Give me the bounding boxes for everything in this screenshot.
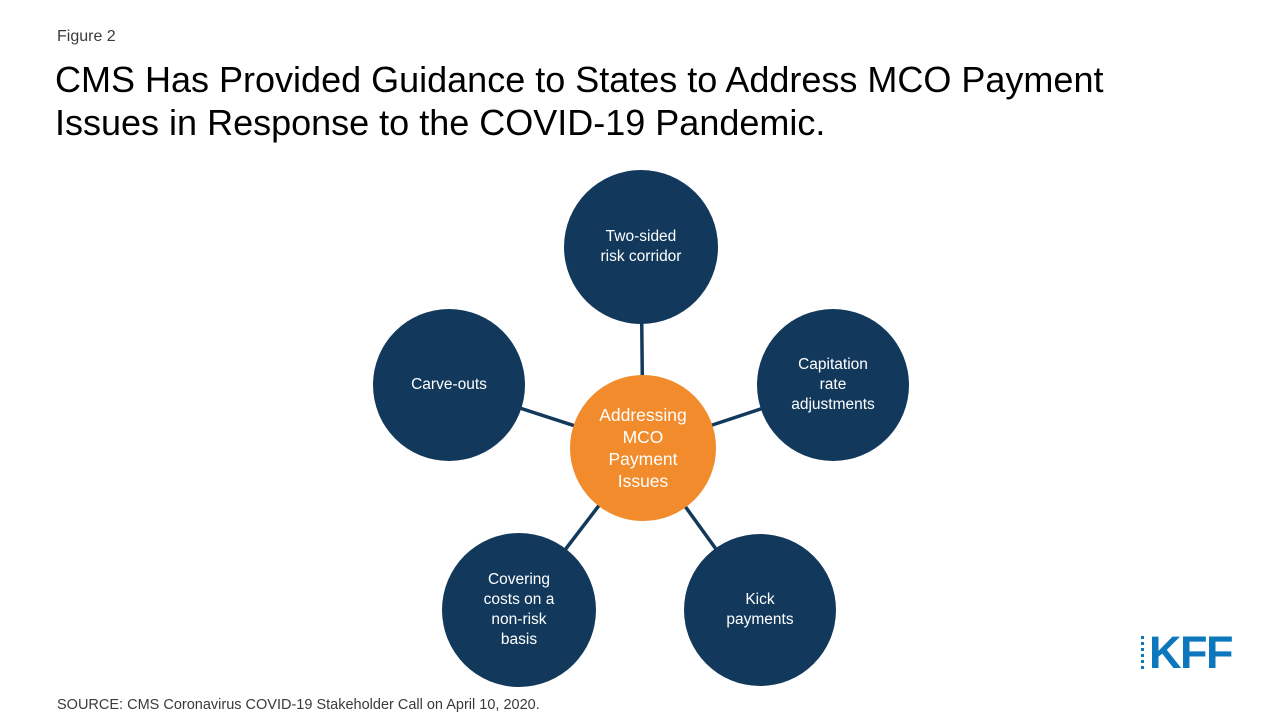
spoke-circle-kick-payments: Kick payments: [684, 534, 836, 686]
hub-label: Addressing MCO Payment Issues: [599, 405, 687, 491]
logo-dashes-icon: [1141, 636, 1144, 670]
node-label: Kick payments: [726, 591, 794, 628]
spoke-circle-two-sided-risk-corridor: Two-sided risk corridor: [564, 170, 718, 324]
kff-logo: KFF: [1141, 627, 1233, 678]
spoke-circle-covering-costs-non-risk: Covering costs on a non-risk basis: [442, 533, 596, 687]
page-title: CMS Has Provided Guidance to States to A…: [55, 59, 1104, 143]
node-label: Carve-outs: [411, 376, 487, 393]
hub-circle-addressing-mco-payment-issues: Addressing MCO Payment Issues: [570, 375, 716, 521]
spoke-circle-carve-outs: Carve-outs: [373, 309, 525, 461]
logo-text: KFF: [1149, 627, 1233, 678]
figure-label: Figure 2: [57, 28, 116, 45]
source-note: SOURCE: CMS Coronavirus COVID-19 Stakeho…: [57, 697, 540, 713]
node-label: Capitation rate adjustments: [791, 356, 875, 413]
node-label: Two-sided risk corridor: [600, 228, 682, 265]
spoke-circle-capitation-rate-adjustments: Capitation rate adjustments: [757, 309, 909, 461]
node-label: Covering costs on a non-risk basis: [483, 571, 555, 648]
